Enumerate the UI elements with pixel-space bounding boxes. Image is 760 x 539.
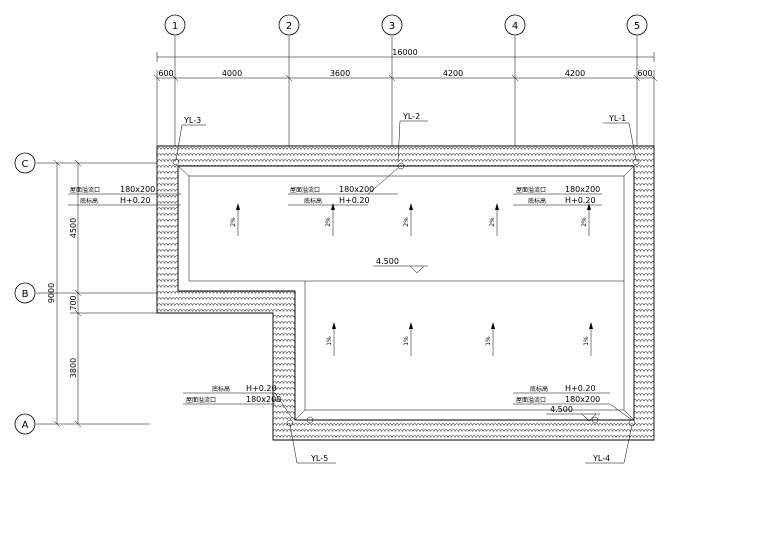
svg-text:屋面溢流口: 屋面溢流口 [516,186,546,194]
svg-text:H+0.20: H+0.20 [565,384,596,393]
axis-bubble-1: 1 [164,14,186,36]
svg-text:底标高: 底标高 [80,197,98,205]
slope-arrow: 2% [581,203,591,236]
svg-text:1%: 1% [485,336,492,346]
svg-text:3: 3 [389,21,395,32]
axis-bubble-5: 5 [626,14,648,36]
dim-h-5: 600 [637,69,652,78]
slope-arrow: 2% [489,203,499,236]
dim-overall-vertical: 9000 [47,283,56,303]
svg-text:H+0.20: H+0.20 [565,196,596,205]
svg-text:屋面溢流口: 屋面溢流口 [516,396,546,404]
svg-text:180x200: 180x200 [120,185,155,194]
svg-text:YL-5: YL-5 [310,454,328,463]
axis-bubble-4: 4 [504,14,526,36]
svg-text:2%: 2% [403,217,410,227]
svg-text:180x200: 180x200 [565,185,600,194]
downpipe-yl-1: YL-1 [603,114,637,161]
svg-text:A: A [22,420,29,431]
slope-arrow: 2% [325,203,335,236]
downpipe-yl-5: YL-5 [289,424,336,464]
svg-text:4: 4 [512,21,518,32]
svg-text:底标高: 底标高 [528,197,546,205]
svg-text:底标高: 底标高 [530,385,548,393]
slope-arrow: 1% [485,322,495,356]
svg-text:屋面溢流口: 屋面溢流口 [186,396,216,404]
svg-text:底标高: 底标高 [304,197,322,205]
axis-bubble-B: B [14,282,36,304]
dim-v-0: 4500 [69,218,78,238]
elevation-marker-2: 4.500 [546,405,600,422]
svg-text:屋面溢流口: 屋面溢流口 [290,186,320,194]
dim-h-3: 4200 [443,69,463,78]
dim-h-2: 3600 [330,69,350,78]
axis-bubble-3: 3 [381,14,403,36]
svg-text:YL-4: YL-4 [592,454,610,463]
slope-arrow: 1% [403,322,413,356]
axis-bubble-C: C [14,152,36,174]
elevation-marker-1: 4.500 [373,257,428,274]
svg-text:H+0.20: H+0.20 [246,384,277,393]
svg-text:180x200: 180x200 [565,395,600,404]
svg-text:1%: 1% [403,336,410,346]
slope-arrow: 1% [326,322,336,356]
dim-v-1: 700 [69,295,78,310]
svg-text:2%: 2% [489,217,496,227]
dim-h-4: 4200 [565,69,585,78]
dim-h-1: 4000 [222,69,242,78]
outlet-note-2: 屋面溢流口 180x200 底标高 H+0.20 [288,167,399,206]
svg-text:1: 1 [172,21,178,32]
svg-text:2%: 2% [230,217,237,227]
slope-arrow: 1% [583,322,593,356]
dim-v-2: 3800 [69,358,78,378]
svg-text:180x200: 180x200 [339,185,374,194]
svg-text:YL-1: YL-1 [608,114,626,123]
downpipe-yl-4: YL-4 [585,424,633,464]
horizontal-dimensions: 16000 600 4000 3600 4200 4200 600 [153,48,658,150]
dim-h-0: 600 [158,69,173,78]
svg-text:4.500: 4.500 [376,257,399,266]
vertical-dimensions: 9000 4500 700 3800 [47,159,157,428]
svg-text:1%: 1% [583,336,590,346]
svg-text:2%: 2% [325,217,332,227]
outlet-note-5: 底标高 H+0.20 屋面溢流口 180x200 [513,384,633,421]
svg-text:H+0.20: H+0.20 [339,196,370,205]
downpipe-yl-3: YL-3 [175,116,206,161]
svg-text:屋面溢流口: 屋面溢流口 [70,186,100,194]
svg-text:底标高: 底标高 [212,385,230,393]
slope-arrow: 2% [403,203,413,236]
axis-bubble-2: 2 [278,14,300,36]
svg-text:180x200: 180x200 [246,395,281,404]
downpipe-yl-2: YL-2 [397,112,428,163]
roof-surface [177,165,635,421]
svg-text:YL-2: YL-2 [402,112,420,121]
svg-text:4.500: 4.500 [550,405,573,414]
svg-text:2: 2 [286,21,292,32]
svg-text:B: B [22,289,29,300]
svg-text:H+0.20: H+0.20 [120,196,151,205]
outlet-note-3: 屋面溢流口 180x200 底标高 H+0.20 [513,185,602,206]
slope-arrow: 2% [230,203,240,236]
svg-text:YL-3: YL-3 [183,116,201,125]
axis-bubble-A: A [14,413,36,435]
svg-text:C: C [22,159,29,170]
dim-overall-horizontal: 16000 [392,48,417,57]
outlet-note-1: 屋面溢流口 180x200 底标高 H+0.20 [68,185,181,206]
axis-lines [36,36,638,425]
svg-text:5: 5 [634,21,640,32]
svg-text:1%: 1% [326,336,333,346]
outlet-note-4: 底标高 H+0.20 屋面溢流口 180x200 [183,384,293,419]
svg-text:2%: 2% [581,217,588,227]
